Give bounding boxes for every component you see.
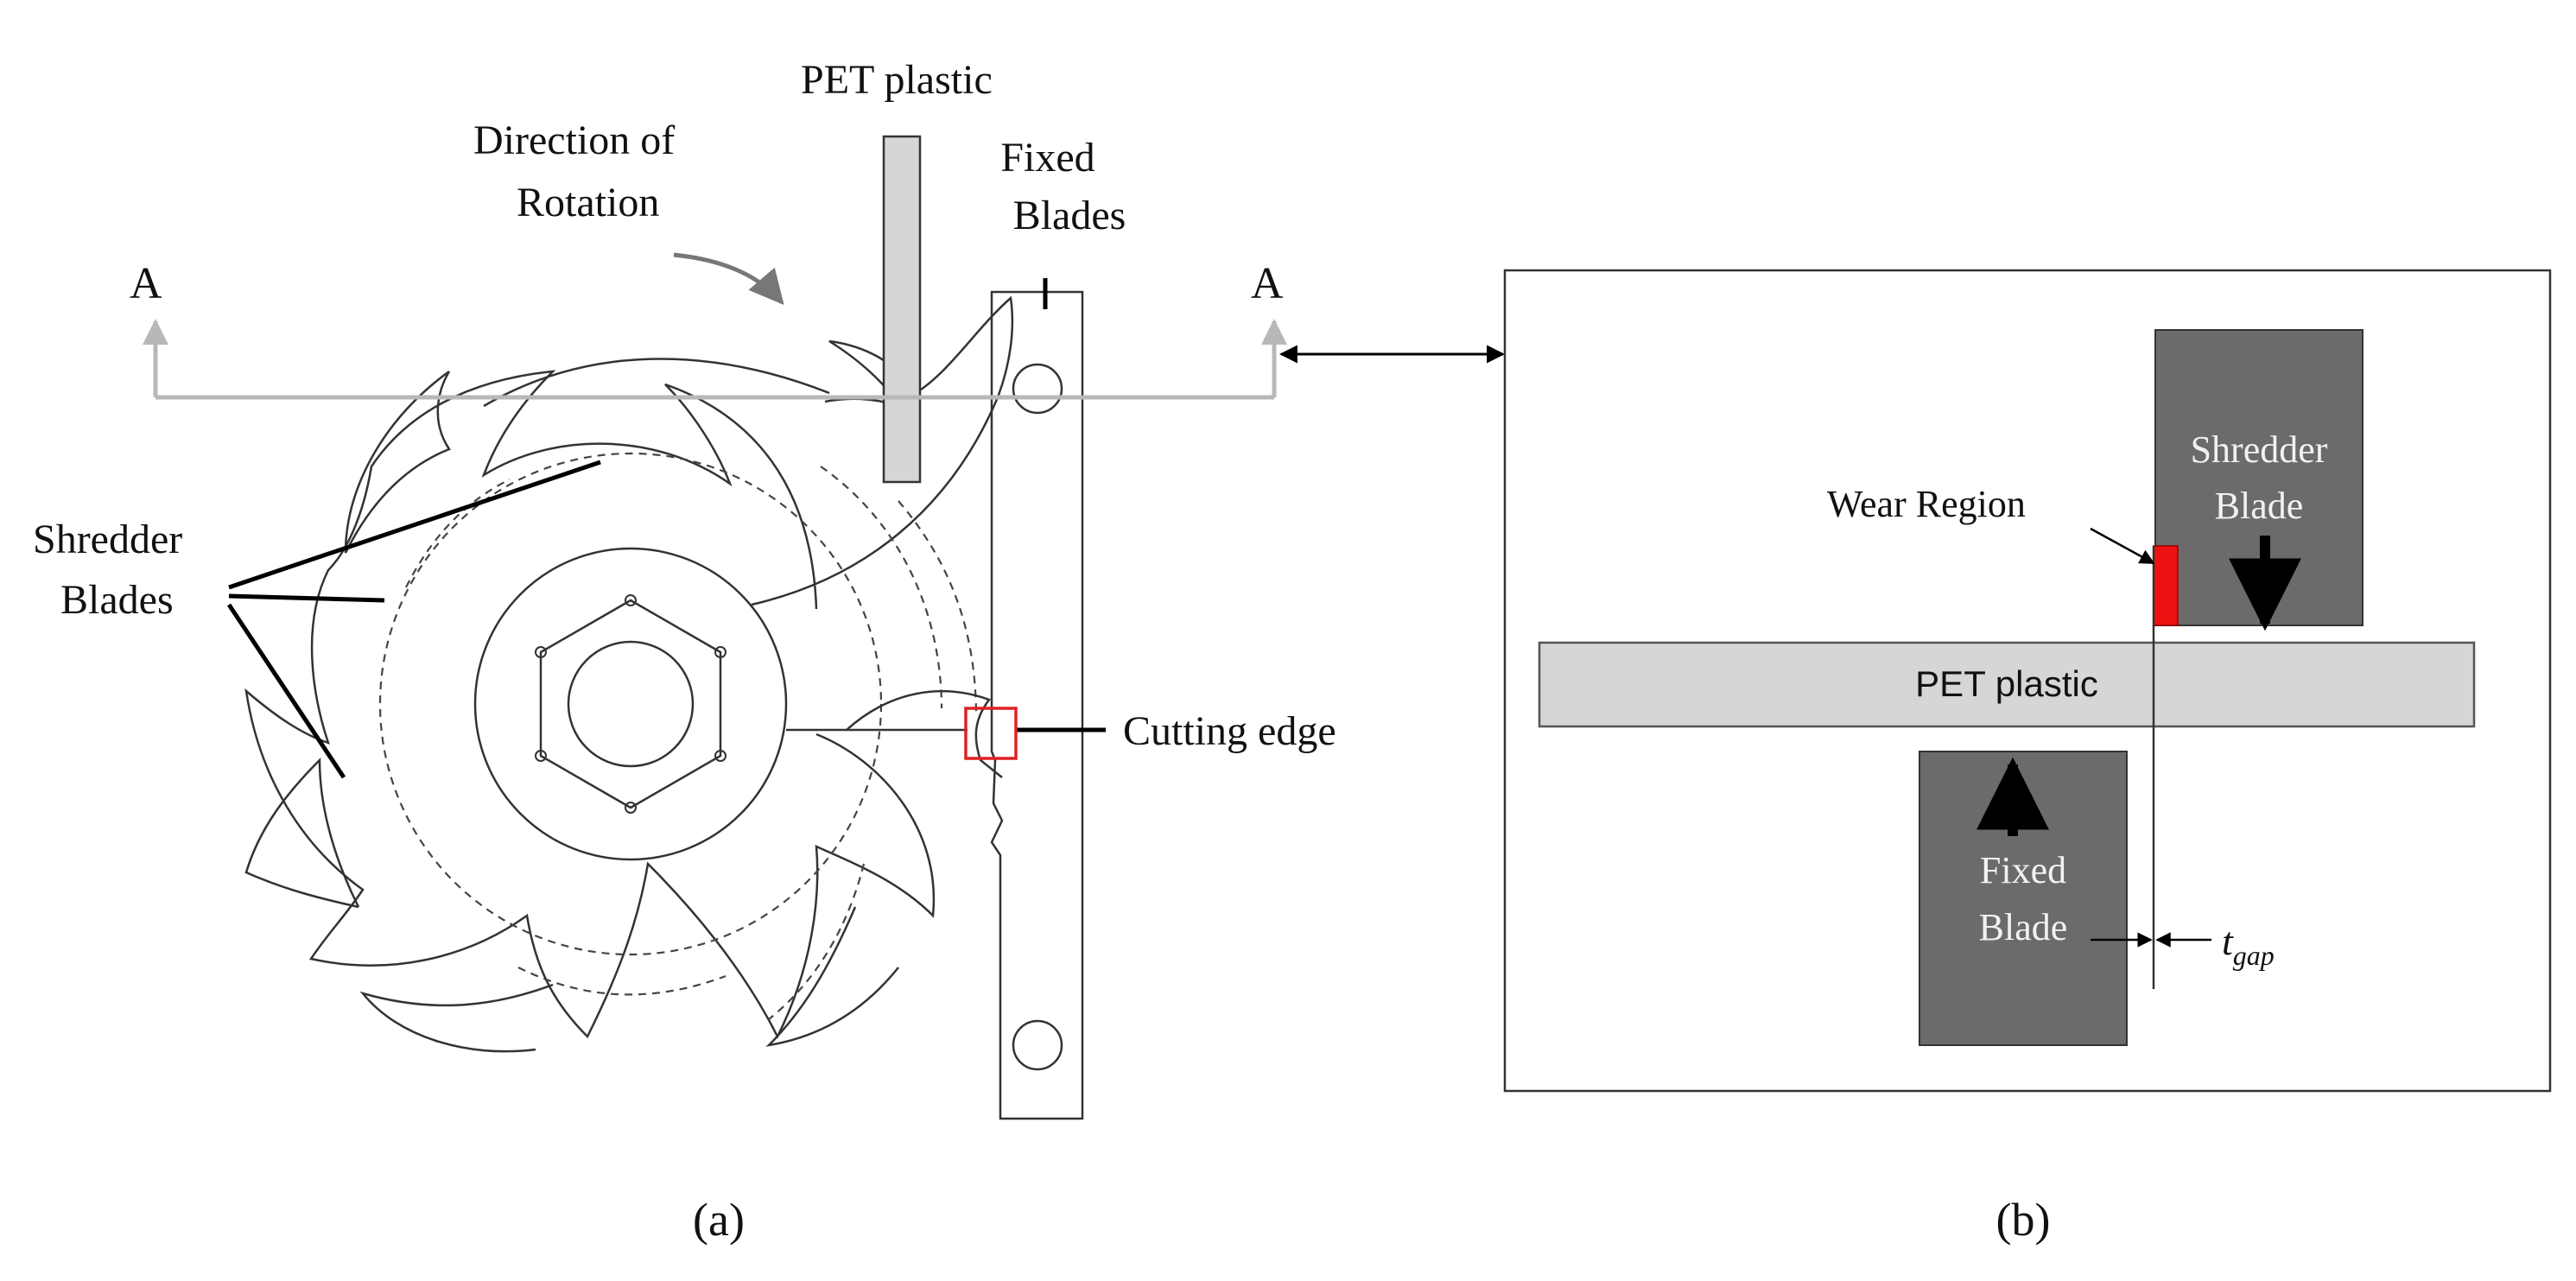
direction-label-line1: Direction of xyxy=(473,117,675,163)
hidden-arc-4 xyxy=(517,967,726,996)
shredder-blade-label-line1: Shredder xyxy=(2191,428,2328,471)
hex-nut-corner-dots xyxy=(535,594,726,814)
panel-a-drawing xyxy=(143,135,1287,1120)
fixed-blade-label-line1: Fixed xyxy=(1980,849,2066,891)
cutting-tooth xyxy=(846,690,1003,778)
shredder-blade-left-tooth xyxy=(344,370,451,554)
shredder-blades-label-line2: Blades xyxy=(60,577,174,623)
wear-region-label: Wear Region xyxy=(1827,483,2026,525)
section-marker-left: A xyxy=(130,259,162,308)
fixed-blade-bar xyxy=(990,290,1084,1120)
cutting-edge-box xyxy=(964,707,1018,760)
fixed-blades-label-line1: Fixed xyxy=(1000,135,1094,181)
hidden-arc-1 xyxy=(820,466,943,709)
hidden-arc-3 xyxy=(768,863,866,1020)
shredder-blade-outline xyxy=(244,370,936,1039)
pet-plastic-sheet xyxy=(1538,641,2476,728)
section-marker-right: A xyxy=(1251,259,1284,308)
rotation-arrow xyxy=(673,252,784,306)
hidden-arc-5 xyxy=(405,479,511,588)
gap-symbol: t xyxy=(2222,919,2234,963)
hidden-arc-2 xyxy=(898,500,978,718)
gap-subscript: gap xyxy=(2233,940,2275,971)
panel-b-label: (b) xyxy=(1996,1194,2051,1246)
pet-plastic-label-b: PET plastic xyxy=(1915,663,2098,704)
fixed-blade-hole-top xyxy=(1012,363,1063,415)
shredder-blade-upper xyxy=(751,295,1014,606)
rotor-hub-outer xyxy=(473,547,788,861)
fixed-blades-label-line2: Blades xyxy=(1013,193,1126,238)
shredder-blade-tooth-3 xyxy=(359,983,554,1053)
rotor-bore xyxy=(567,640,695,768)
shredder-leader-1 xyxy=(228,460,601,590)
shredder-rotor xyxy=(244,295,1014,1053)
panel-a-label: (a) xyxy=(693,1194,745,1246)
fixed-blade-block xyxy=(1919,751,2128,1046)
gap-label: tgap xyxy=(2222,919,2275,971)
panel-b-drawing xyxy=(1503,269,2552,1093)
fixed-blade-label-line2: Blade xyxy=(1979,906,2068,948)
shredder-leader-3 xyxy=(226,603,346,779)
direction-label-line2: Rotation xyxy=(517,180,659,225)
hex-nut xyxy=(539,599,722,809)
shredder-blades-label-line1: Shredder xyxy=(33,517,182,562)
wear-region xyxy=(2153,545,2179,626)
wear-region-leader xyxy=(2090,527,2155,565)
shredder-blade-tooth-2 xyxy=(244,757,360,909)
shredder-blade-inner-arc xyxy=(483,358,830,408)
shredder-leader-2 xyxy=(228,593,385,603)
pet-strip-a xyxy=(882,135,922,484)
cutting-edge-label: Cutting edge xyxy=(1123,708,1336,754)
shredder-blade-block xyxy=(2154,329,2363,626)
fixed-blade-hole-bottom xyxy=(1012,1019,1063,1071)
hidden-circle-outer xyxy=(378,452,883,956)
section-line-a-a xyxy=(143,319,1287,400)
shredder-blade-tooth-4 xyxy=(765,906,899,1047)
shredder-blade-label-line2: Blade xyxy=(2215,485,2304,527)
pet-label-a: PET plastic xyxy=(801,57,993,103)
